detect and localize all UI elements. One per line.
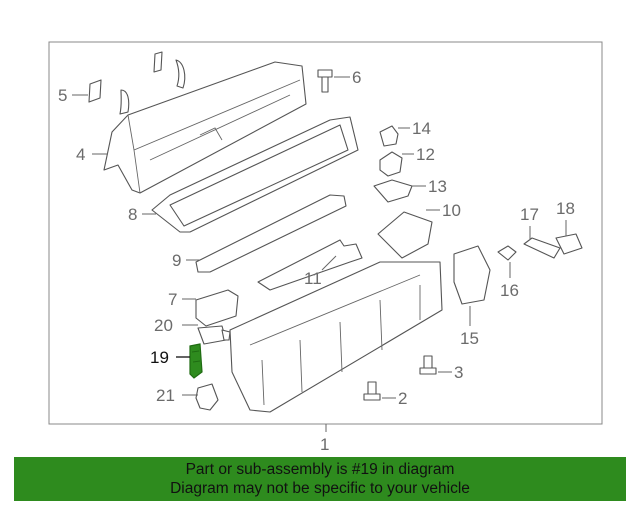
- part-20-sensor[interactable]: [197, 325, 231, 345]
- part-21-plug[interactable]: [195, 383, 219, 411]
- leader-11: [321, 255, 337, 271]
- part-13-clip[interactable]: [373, 179, 413, 203]
- callout-5: 5: [58, 86, 67, 105]
- part-19-bracket[interactable]: [189, 343, 203, 379]
- part-18-clip[interactable]: [555, 233, 583, 255]
- callout-21: 21: [156, 386, 175, 405]
- banner-line-2: Diagram may not be specific to your vehi…: [170, 480, 470, 497]
- callout-11: 11: [304, 269, 322, 288]
- part-2-bolt[interactable]: [363, 381, 381, 401]
- callout-2: 2: [398, 389, 407, 408]
- callout-3: 3: [454, 363, 463, 382]
- callout-20: 20: [154, 316, 173, 335]
- part-15-module[interactable]: [453, 245, 491, 305]
- part-6-bolt[interactable]: [317, 69, 333, 93]
- part-9-rail[interactable]: [195, 194, 347, 273]
- part-7-bracket[interactable]: [195, 289, 239, 327]
- callout-10: 10: [442, 201, 461, 220]
- callout-19: 19: [150, 348, 169, 367]
- part-17-rail[interactable]: [523, 237, 561, 259]
- part-5-clips[interactable]: [88, 51, 186, 115]
- part-8-gasket[interactable]: [151, 116, 359, 233]
- callout-14: 14: [412, 119, 431, 138]
- callout-13: 13: [428, 177, 447, 196]
- banner-line-1: Part or sub-assembly is #19 in diagram: [185, 461, 455, 478]
- part-11-bracket[interactable]: [257, 239, 363, 291]
- callout-17: 17: [520, 205, 539, 224]
- callout-8: 8: [128, 205, 137, 224]
- callout-6: 6: [352, 68, 361, 87]
- callout-9: 9: [172, 251, 181, 270]
- part-14-cap[interactable]: [379, 125, 399, 147]
- callout-7: 7: [168, 290, 177, 309]
- callout-15: 15: [460, 329, 479, 348]
- callout-16: 16: [500, 281, 519, 300]
- part-3-bolt[interactable]: [419, 355, 437, 375]
- part-12-connector[interactable]: [379, 151, 403, 177]
- highlight-banner: Part or sub-assembly is #19 in diagram D…: [14, 457, 626, 501]
- callout-12: 12: [416, 145, 435, 164]
- part-16-clip[interactable]: [497, 245, 517, 261]
- part-10-block[interactable]: [377, 211, 433, 259]
- callout-4: 4: [76, 145, 85, 164]
- part-4-cover[interactable]: [103, 61, 307, 194]
- part-1-tray[interactable]: [229, 261, 443, 413]
- callout-1: 1: [320, 435, 329, 454]
- callout-18: 18: [556, 199, 575, 218]
